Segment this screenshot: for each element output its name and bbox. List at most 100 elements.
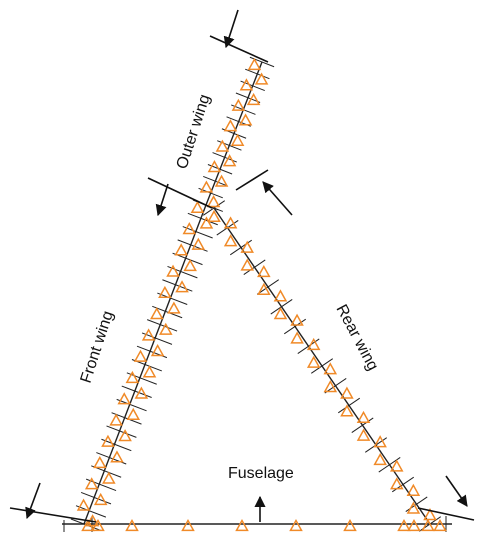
section-boundary-arrows xyxy=(9,9,475,523)
front-wing-rib xyxy=(146,319,178,332)
outer-wing-support-marker xyxy=(199,180,214,193)
section-labels: Outer wing Front wing Rear wing Fuselage xyxy=(78,92,382,482)
rear-wing-rib xyxy=(270,299,293,315)
outer-wing-support-marker xyxy=(230,133,245,146)
rear-wing-support-marker xyxy=(273,307,288,320)
rear-wing-support-marker xyxy=(323,380,338,393)
rear-wing-support-marker xyxy=(389,459,404,472)
front-wing-support-marker xyxy=(126,407,141,421)
front-wing-rib xyxy=(121,385,152,398)
front-wing-support-marker xyxy=(93,455,107,469)
rear-wing-label: Rear wing xyxy=(332,302,381,374)
front-wing-support-marker xyxy=(93,492,108,506)
front-wing-support-marker xyxy=(76,498,91,511)
front-wing-support-marker xyxy=(134,386,149,399)
rear-wing-support-marker xyxy=(273,289,288,302)
outer-wing-support-marker xyxy=(206,195,221,208)
rear-wing-support-marker xyxy=(390,477,404,490)
rear-wing-support-marker xyxy=(223,234,238,247)
front-wing-support-marker xyxy=(125,370,140,384)
rear-wing-support-marker xyxy=(406,483,421,496)
outer-wing-support-marker xyxy=(214,174,229,187)
outer-wing-support-marker xyxy=(222,154,237,167)
front-wing-support-marker xyxy=(167,301,181,314)
outer-wing-support-marker xyxy=(207,160,222,173)
front-wing-rib xyxy=(182,226,213,239)
rear-wing-support-marker xyxy=(223,216,238,229)
rear-wing-support-marker xyxy=(306,337,321,351)
rear-wing-rib xyxy=(324,378,347,394)
front-wing-support-marker xyxy=(84,477,99,490)
front-wing-rib xyxy=(187,212,218,226)
front-wing-support-marker xyxy=(109,413,123,426)
rear-wing-support-marker xyxy=(356,410,371,424)
fuselage-support-marker xyxy=(289,518,303,532)
outer-wing-support-marker xyxy=(223,119,238,132)
front-wing-rib xyxy=(80,491,112,505)
rear-wing-rib xyxy=(243,259,266,275)
outer-wing-support-marker xyxy=(238,113,253,126)
front-wing-support-marker xyxy=(141,328,156,341)
outer-wing-support-marker xyxy=(231,98,246,111)
fuselage-label: Fuselage xyxy=(228,465,294,482)
rear-wing-support-marker xyxy=(340,404,354,417)
rear-wing-support-marker xyxy=(240,240,254,253)
fuselage-support-marker xyxy=(343,518,357,532)
rear-wing-rib xyxy=(351,417,374,433)
front-wing-support-marker xyxy=(175,280,189,293)
front-wing-support-marker xyxy=(133,349,148,362)
front-wing-support-marker xyxy=(199,216,214,229)
front-wing-support-marker xyxy=(102,471,116,484)
rear-wing-rib xyxy=(202,200,226,216)
front-wing-support-marker xyxy=(150,344,165,357)
rear-wing-support-marker xyxy=(373,452,387,466)
front-wing-support-marker xyxy=(110,450,124,463)
front-wing-support-marker xyxy=(101,434,115,447)
fuselage-support-marker xyxy=(125,518,139,532)
outer-wing-label: Outer wing xyxy=(174,92,214,171)
fuselage-support-marker xyxy=(397,518,411,532)
rear-wing-support-marker xyxy=(373,435,387,448)
front-wing-support-marker xyxy=(142,365,157,378)
support-markers xyxy=(76,57,447,532)
front-wing-support-marker xyxy=(183,258,197,272)
front-wing-rib xyxy=(141,332,173,345)
fuselage-support-marker xyxy=(235,518,249,532)
front-wing-rib xyxy=(75,505,107,518)
rear-wing-support-marker xyxy=(423,508,437,521)
front-wing-rib xyxy=(106,425,137,438)
rear-wing-support-marker xyxy=(240,258,255,271)
outer-wing-support-marker xyxy=(215,139,230,152)
rear-wing-rib xyxy=(256,279,280,295)
front-wing-rib xyxy=(162,279,193,292)
boundary-tick-front-root xyxy=(9,507,97,523)
front-wing-support-marker xyxy=(117,392,132,405)
front-wing-support-marker xyxy=(174,243,188,256)
front-wing-support-marker xyxy=(118,429,132,442)
front-wing-rib xyxy=(101,438,132,452)
rear-wing-support-marker xyxy=(340,386,354,399)
fuselage-support-marker xyxy=(421,518,435,532)
boundary-tick-junction-right xyxy=(235,169,269,191)
outer-wing-rib xyxy=(203,175,228,187)
front-wing-support-marker xyxy=(166,264,180,277)
rear-wing-rib xyxy=(337,397,361,414)
front-wing-support-marker xyxy=(158,322,173,335)
outer-wing-support-marker xyxy=(247,57,262,71)
front-wing-support-marker xyxy=(149,307,164,320)
rear-wing-support-marker xyxy=(406,501,421,514)
boundary-arrow-outer-top xyxy=(223,9,239,49)
front-wing-rib xyxy=(157,292,188,305)
rear-wing-support-marker xyxy=(356,428,371,441)
outer-wing-support-marker xyxy=(246,92,261,106)
rear-wing-support-marker xyxy=(290,313,304,326)
boundary-tick-junction-left xyxy=(147,177,213,209)
rear-wing-support-marker xyxy=(207,209,221,223)
beam-structure xyxy=(62,56,452,532)
rear-wing-rib xyxy=(310,358,334,374)
rear-wing-support-marker xyxy=(290,331,304,344)
front-wing-support-marker xyxy=(191,237,206,250)
boundary-tick-outer-top xyxy=(209,35,269,63)
outer-wing-rib xyxy=(245,68,270,80)
